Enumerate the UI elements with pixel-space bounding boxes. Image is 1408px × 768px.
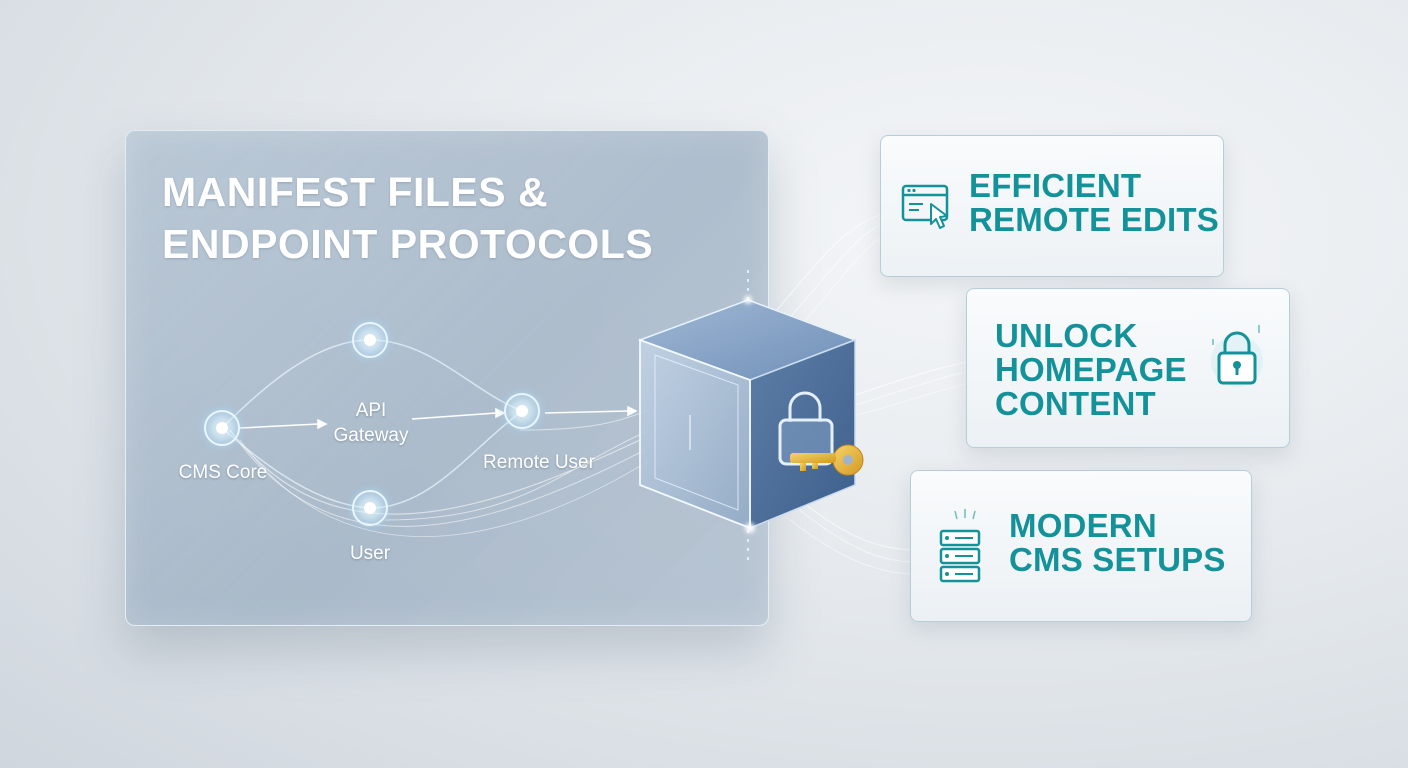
node-user	[344, 482, 396, 534]
card-1-line-2: REMOTE EDITS	[969, 201, 1219, 238]
panel-title: MANIFEST FILES & ENDPOINT PROTOCOLS	[162, 166, 653, 270]
card-2-text: UNLOCK HOMEPAGE CONTENT	[995, 319, 1187, 421]
card-1-text: EFFICIENT REMOTE EDITS	[969, 169, 1219, 237]
node-label-user: User	[349, 543, 391, 564]
card-2-line-1: UNLOCK	[995, 317, 1138, 354]
card-3-text: MODERN CMS SETUPS	[1009, 509, 1226, 577]
node-label-remote-user: Remote User	[483, 452, 595, 473]
browser-cursor-icon	[901, 184, 949, 229]
panel-title-line-1: MANIFEST FILES &	[162, 169, 549, 215]
server-stack-icon	[939, 509, 981, 583]
node-cms-core	[196, 402, 248, 454]
security-cube	[637, 296, 858, 533]
card-3-line-2: CMS SETUPS	[1009, 541, 1226, 578]
card-3-line-1: MODERN	[1009, 507, 1157, 544]
flow-arrows	[239, 405, 638, 430]
card-2-line-2: HOMEPAGE	[995, 351, 1187, 388]
card-2-line-3: CONTENT	[995, 385, 1156, 422]
panel-title-line-2: ENDPOINT PROTOCOLS	[162, 221, 654, 267]
node-label-api-gateway-line-2: Gateway	[333, 425, 409, 446]
node-api-top	[344, 314, 396, 366]
feature-card-remote-edits: EFFICIENT REMOTE EDITS	[880, 135, 1224, 277]
padlock-icon	[1211, 325, 1263, 387]
node-remote-user	[496, 385, 548, 437]
card-1-line-1: EFFICIENT	[969, 167, 1142, 204]
key-icon	[790, 444, 864, 476]
feature-card-homepage-content: UNLOCK HOMEPAGE CONTENT	[966, 288, 1290, 448]
node-label-cms-core: CMS Core	[178, 462, 268, 483]
node-label-api-gateway-line-1: API	[355, 400, 387, 421]
feature-card-cms-setups: MODERN CMS SETUPS	[910, 470, 1252, 622]
